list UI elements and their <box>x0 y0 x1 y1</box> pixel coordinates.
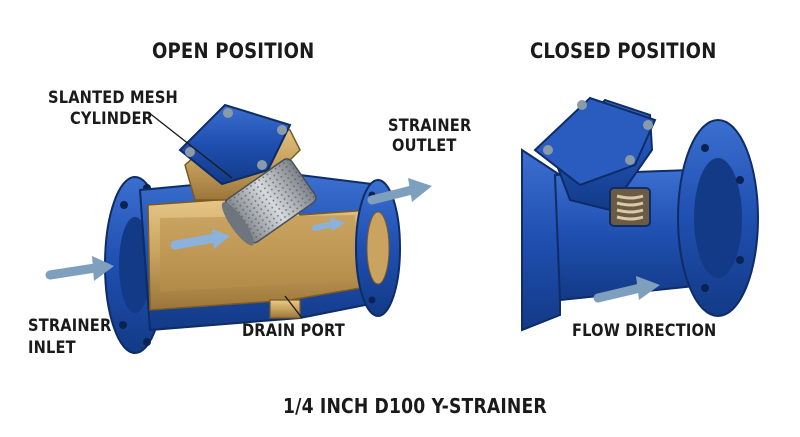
flow-direction-arrow <box>593 276 660 303</box>
mesh-leader-line <box>147 111 233 179</box>
closed-position-heading: CLOSED POSITION <box>530 39 717 63</box>
mesh-cylinder <box>221 158 317 246</box>
inlet-arrow <box>45 256 114 281</box>
drain-leader-line <box>284 295 303 319</box>
outlet-label-line1: STRAINER <box>388 116 472 136</box>
mesh-label-line2: CYLINDER <box>70 109 154 129</box>
flow-direction-label: FLOW DIRECTION <box>572 321 717 341</box>
drain-port <box>269 299 301 319</box>
mesh-label-line1: SLANTED MESH <box>48 88 178 108</box>
outlet-arrow <box>367 178 432 205</box>
open-position-heading: OPEN POSITION <box>152 39 315 63</box>
inlet-label-line1: STRAINER <box>28 316 112 336</box>
outlet-label-line2: OUTLET <box>392 136 457 156</box>
open-strainer <box>104 103 401 354</box>
diagram-title: 1/4 INCH D100 Y-STRAINER <box>283 394 547 418</box>
closed-strainer <box>521 96 759 332</box>
inlet-label-line2: INLET <box>28 338 76 358</box>
drain-port-label: DRAIN PORT <box>242 321 345 341</box>
